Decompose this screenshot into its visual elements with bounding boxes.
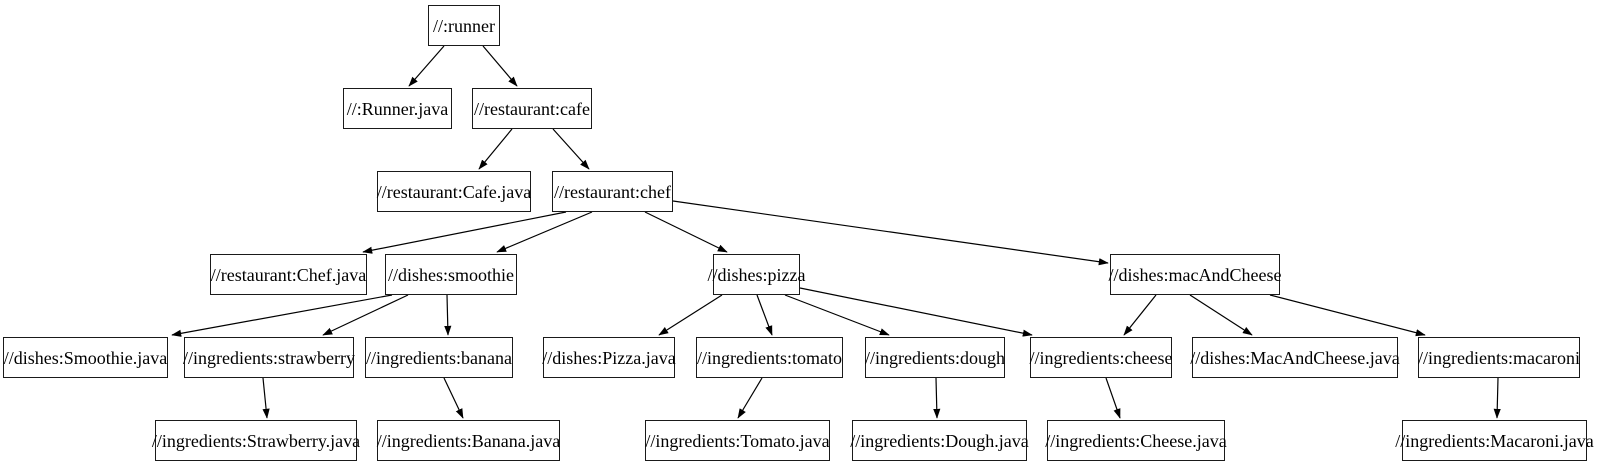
node-strawberry: //ingredients:strawberry (183, 337, 355, 378)
node-runner-java: //:Runner.java (343, 88, 452, 129)
edge-strawberry-to-strawberry-java (262, 377, 270, 419)
node-cheese: //ingredients:cheese (1030, 337, 1172, 378)
edge-chef-to-chef-java (362, 211, 567, 254)
node-banana: //ingredients:banana (365, 337, 513, 378)
edge-tomato-to-tomato-java (737, 377, 763, 419)
edge-mac-and-cheese-to-mac-and-cheese-java (1189, 294, 1253, 336)
edge-pizza-to-cheese (799, 287, 1033, 337)
node-macaroni-java: //ingredients:Macaroni.java (1395, 420, 1594, 461)
edge-chef-to-smoothie (496, 211, 593, 253)
edge-runner-to-cafe (482, 45, 518, 87)
node-runner: //:runner (428, 5, 500, 46)
node-dough: //ingredients:dough (865, 337, 1005, 378)
node-tomato: //ingredients:tomato (696, 337, 843, 378)
node-cheese-java: //ingredients:Cheese.java (1045, 420, 1227, 461)
node-dough-java: //ingredients:Dough.java (850, 420, 1029, 461)
edge-smoothie-to-banana (444, 294, 452, 336)
edge-pizza-to-pizza-java (658, 294, 723, 336)
edge-macaroni-to-macaroni-java (1493, 377, 1501, 419)
node-cafe: //restaurant:cafe (472, 88, 592, 129)
edge-pizza-to-dough (784, 294, 890, 336)
node-banana-java: //ingredients:Banana.java (377, 420, 560, 461)
node-strawberry-java: //ingredients:Strawberry.java (152, 420, 360, 461)
node-cafe-java: //restaurant:Cafe.java (377, 171, 531, 212)
node-chef-java: //restaurant:Chef.java (210, 254, 367, 295)
node-macaroni: //ingredients:macaroni (1418, 337, 1580, 378)
edge-pizza-to-tomato (756, 294, 773, 336)
node-pizza-java: //dishes:Pizza.java (542, 337, 676, 378)
edge-mac-and-cheese-to-macaroni (1269, 294, 1426, 337)
node-tomato-java: //ingredients:Tomato.java (645, 420, 830, 461)
edge-cafe-to-chef (552, 128, 590, 170)
node-mac-and-cheese: //dishes:macAndCheese (1109, 254, 1281, 295)
node-smoothie-java: //dishes:Smoothie.java (3, 337, 168, 378)
node-chef: //restaurant:chef (552, 171, 673, 212)
edge-cheese-to-cheese-java (1105, 377, 1121, 419)
node-pizza: //dishes:pizza (708, 254, 806, 295)
edge-chef-to-pizza (644, 211, 728, 253)
edge-chef-to-mac-and-cheese (672, 200, 1109, 266)
edge-mac-and-cheese-to-cheese (1123, 294, 1157, 336)
edge-smoothie-to-smoothie-java (171, 294, 393, 337)
node-mac-and-cheese-java: //dishes:MacAndCheese.java (1190, 337, 1400, 378)
edge-runner-to-runner-java (408, 45, 445, 87)
edge-dough-to-dough-java (933, 377, 941, 419)
node-smoothie: //dishes:smoothie (385, 254, 517, 295)
edge-banana-to-banana-java (443, 377, 464, 419)
edge-cafe-to-cafe-java (478, 128, 513, 170)
edge-smoothie-to-strawberry (322, 294, 409, 336)
